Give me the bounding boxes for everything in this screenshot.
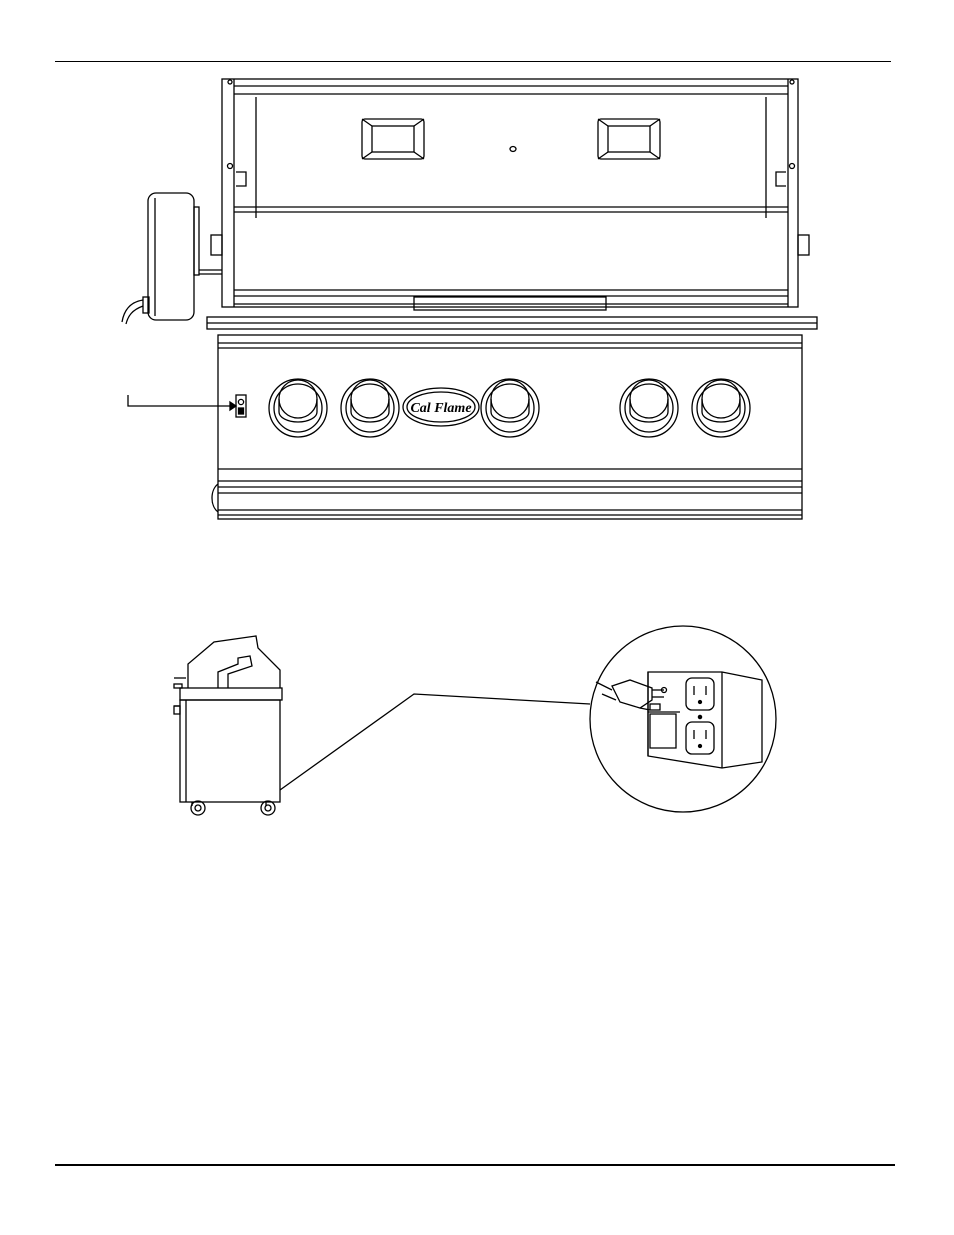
brand-logo-badge: Cal Flame [403,388,479,426]
burner-knob-4 [620,379,678,437]
grill-counter-lip [207,317,817,329]
outlet-cover-screw [698,715,701,718]
brand-logo-text: Cal Flame [410,401,471,416]
control-panel [212,335,802,519]
caster-left [191,801,205,815]
detail-circle [590,626,776,812]
burner-knob-2 [341,379,399,437]
hood-thermometer-hole [510,147,516,152]
caster-right [261,801,275,815]
hood-vent-left [362,119,424,159]
hood-vent-right [598,119,660,159]
outlet-receptacle-bottom [686,722,714,754]
grill-hood [211,79,809,310]
outlet-detail-view [590,626,776,812]
burner-knob-1 [269,379,327,437]
outlet-receptacle-top [686,678,714,710]
detail-leader-line [280,694,590,790]
grill-island-side-view [174,636,282,815]
rotisserie-motor [122,193,222,324]
grill-front-view: Cal Flame [122,79,817,519]
light-switch-callout [128,395,246,417]
burner-knob-3 [481,379,539,437]
power-cord-plug [596,680,667,710]
burner-knob-5 [692,379,750,437]
